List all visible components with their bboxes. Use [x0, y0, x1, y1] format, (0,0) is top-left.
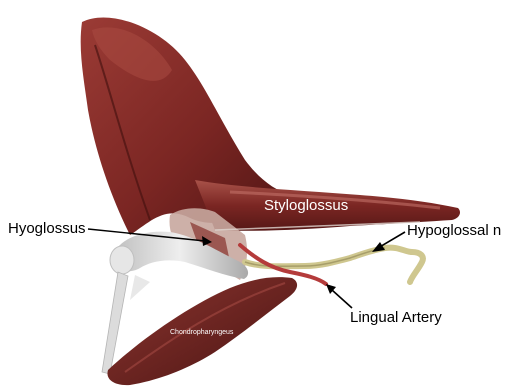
- label-hyoglossus: Hyoglossus: [8, 220, 86, 237]
- lingual-artery-leader-line: [332, 290, 352, 308]
- label-lingual-artery: Lingual Artery: [350, 309, 442, 326]
- label-chondropharyngeus: Chondropharyngeus: [170, 329, 233, 336]
- label-hypoglossal-nerve: Hypoglossal n: [407, 222, 501, 239]
- hyoid-lesser-horn: [130, 275, 150, 300]
- label-styloglossus: Styloglossus: [264, 197, 348, 214]
- hyoid-bone-body: [110, 246, 134, 274]
